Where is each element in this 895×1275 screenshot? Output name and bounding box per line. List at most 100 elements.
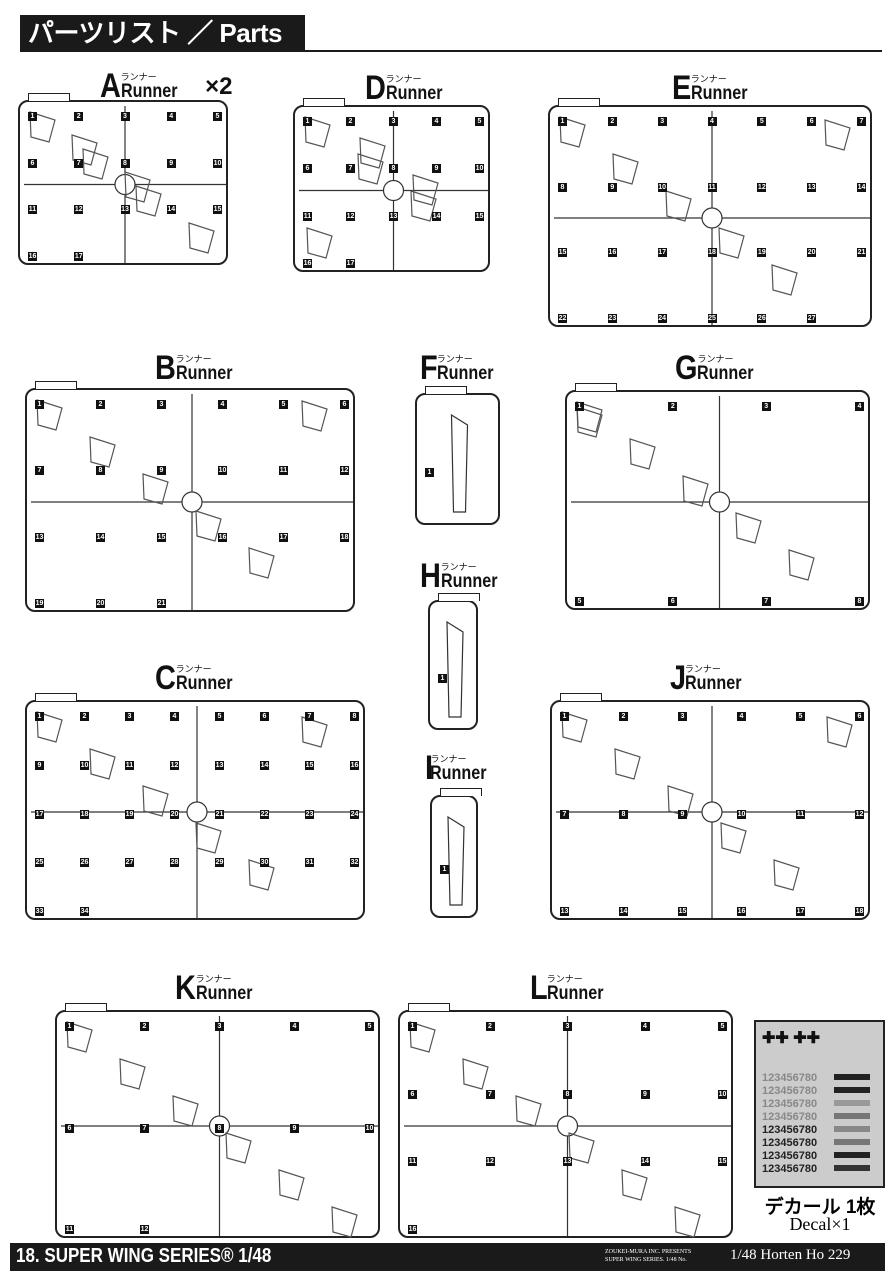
part-number-tag: 4	[855, 402, 864, 411]
runner-letter: H	[420, 557, 441, 595]
part-number-tag: 4	[707, 117, 717, 126]
camouflage-band-decal	[834, 1139, 870, 1145]
part-number-tag: 4	[640, 1022, 650, 1031]
sprue-gate-tab	[28, 93, 70, 101]
runner-word: Runner	[436, 363, 494, 384]
part-number-tag: 16	[607, 248, 617, 258]
part-number-tag: 15	[305, 760, 314, 770]
footer-model: 1/48 Horten Ho 229	[730, 1247, 851, 1263]
footer-bar: 18. SUPER WING SERIES® 1/48 ZOUKEI-MURA …	[10, 1243, 885, 1271]
part-number-tag: 14	[432, 211, 441, 221]
part-number-tag: 2	[485, 1022, 495, 1031]
part-number-tag: 34	[80, 907, 89, 916]
part-number-tag: 16	[737, 907, 746, 916]
part-number-tag: 9	[157, 466, 166, 476]
part-number-tag: 7	[346, 164, 355, 174]
part-number-tag: 1	[303, 117, 312, 126]
part-number-tag: 17	[35, 809, 44, 819]
part-number-tag: 10	[475, 164, 484, 174]
part-number-tag: 4	[218, 400, 227, 409]
runner-i-frame: 1	[430, 788, 482, 918]
runner-word: Runner	[697, 363, 754, 384]
part-number-tag: 3	[563, 1022, 572, 1031]
part-number-tag: 1	[28, 112, 37, 121]
part-number-tag: 2	[140, 1022, 149, 1031]
sprue-gate-tab	[65, 1003, 107, 1011]
part-number-tag: 15	[213, 205, 222, 215]
part-number-tag: 8	[855, 597, 864, 606]
part-number-tag: 6	[28, 158, 37, 168]
part-number-tag: 11	[408, 1157, 417, 1167]
part-number-tag: 7	[761, 597, 771, 606]
part-number-tag: 18	[855, 907, 864, 916]
part-number-tag: 17	[346, 259, 355, 268]
part-number-tag: 26	[757, 314, 767, 323]
part-number-tag: 23	[305, 809, 314, 819]
part-number-tag: 1	[65, 1022, 74, 1031]
part-number-tag: 2	[74, 112, 84, 121]
part-number-tag: 10	[657, 182, 667, 192]
part-number-tag: 4	[170, 712, 179, 721]
part-number-tag: 14	[260, 760, 269, 770]
part-number-tag: 4	[290, 1022, 299, 1031]
part-number-tag: 12	[140, 1225, 149, 1234]
part-number-tag: 7	[485, 1089, 495, 1099]
part-number-tag: 2	[619, 712, 628, 721]
part-number-tag: 8	[389, 164, 398, 174]
part-number-tag: 8	[350, 712, 359, 721]
part-number-tag: 17	[657, 248, 667, 258]
part-number-tag: 12	[340, 466, 349, 476]
runner-word: Runner	[195, 983, 253, 1004]
runner-letter: B	[155, 349, 176, 387]
sprue-drawing	[447, 815, 465, 906]
part-number-tag: 3	[125, 712, 134, 721]
sprue-gate-tab	[438, 593, 480, 601]
part-number-tag: 1	[35, 400, 44, 409]
part-number-tag: 2	[668, 402, 678, 411]
part-number-tag: 9	[166, 158, 176, 168]
part-number-tag: 13	[120, 205, 130, 215]
runner-kana: ランナー	[175, 664, 212, 674]
part-number-tag: 15	[157, 532, 166, 542]
camouflage-band-decal	[834, 1152, 870, 1158]
runner-kana: ランナー	[546, 974, 583, 984]
part-number-tag: 16	[350, 760, 359, 770]
part-number-tag: 29	[215, 858, 224, 868]
part-number-tag: 22	[260, 809, 269, 819]
runner-f-frame: 1	[415, 386, 500, 525]
part-number-tag: 19	[757, 248, 767, 258]
part-number-tag: 11	[279, 466, 288, 476]
part-number-tag: 9	[35, 760, 44, 770]
part-number-tag: 7	[35, 466, 44, 476]
part-number-tag: 17	[74, 252, 84, 261]
part-number-tag: 12	[74, 205, 84, 215]
part-number-tag: 1	[438, 673, 447, 683]
runner-kana: ランナー	[697, 354, 734, 364]
part-number-tag: 5	[796, 712, 805, 721]
sprue-drawing	[31, 706, 363, 918]
part-number-tag: 3	[678, 712, 687, 721]
part-number-tag: 17	[796, 907, 805, 916]
part-number-tag: 21	[157, 599, 166, 608]
camouflage-band-decal	[834, 1087, 870, 1093]
part-number-tag: 15	[558, 248, 567, 258]
runner-kana: ランナー	[436, 354, 473, 364]
runner-letter: C	[155, 659, 176, 697]
runner-letter: A	[100, 67, 121, 105]
part-number-tag: 5	[279, 400, 288, 409]
part-number-tag: 20	[170, 809, 179, 819]
sprue-drawing	[554, 111, 870, 325]
runner-word: Runner	[120, 81, 178, 102]
part-number-tag: 16	[303, 259, 312, 268]
part-number-tag: 7	[305, 712, 314, 721]
part-number-tag: 18	[707, 248, 717, 258]
sprue-gate-tab	[35, 381, 77, 389]
camouflage-band-decal	[834, 1113, 870, 1119]
runner-letter: F	[420, 349, 438, 387]
